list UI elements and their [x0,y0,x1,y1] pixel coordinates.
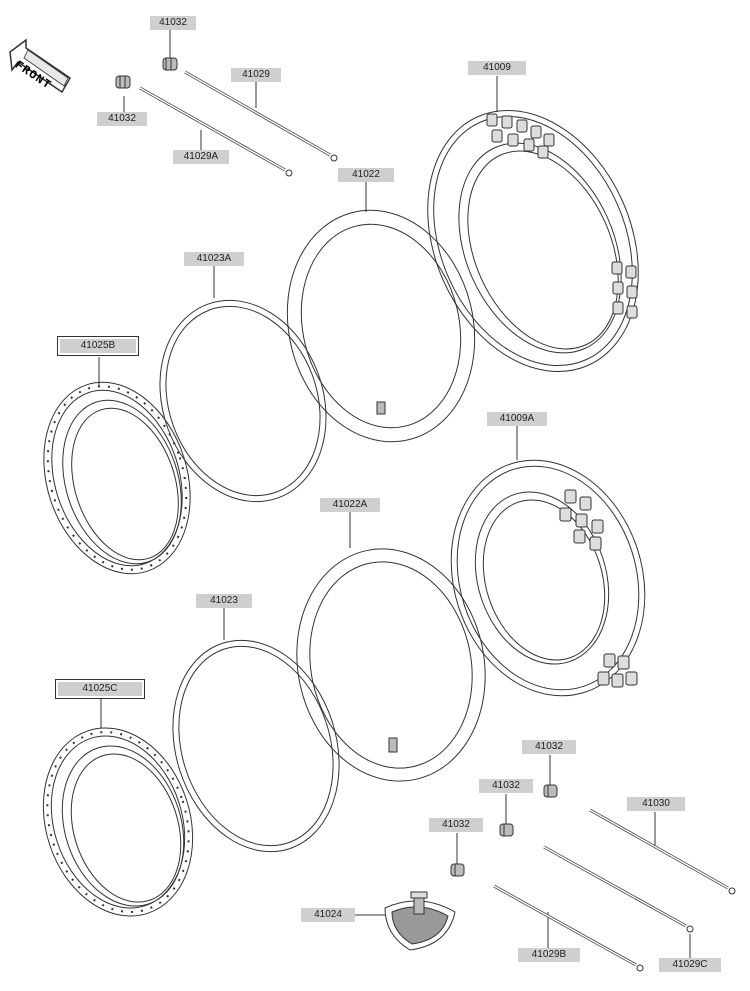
front-direction-arrow-icon [9,38,71,94]
rim-lock-41024 [384,891,456,951]
nipple-41032-r1 [543,784,558,798]
rim-41025B [43,381,191,575]
nipple-41032-top [162,57,178,71]
spoke-41029 [184,70,338,162]
tire-41009A [450,459,646,697]
rim-41025C [42,727,194,917]
label-41032-r1: 41032 [522,740,576,754]
label-41022: 41022 [338,168,394,182]
label-41023A: 41023A [184,252,244,266]
label-41024: 41024 [301,908,355,922]
nipple-41032-r2 [499,823,514,837]
label-41029: 41029 [231,68,281,82]
tube-41022 [286,209,476,443]
label-41029C: 41029C [659,958,721,972]
tube-41022A [296,548,486,782]
tire-41009 [427,110,639,372]
label-41023: 41023 [196,594,252,608]
spoke-41029A [139,86,293,177]
label-41025B: 41025B [57,336,139,356]
nipple-41032-left [115,75,131,89]
label-41009: 41009 [468,61,526,75]
label-41030: 41030 [627,797,685,811]
label-41022A: 41022A [320,498,380,512]
nipple-41032-r3 [450,863,465,877]
spoke-41029C [543,845,694,933]
rim-band-41023 [172,639,340,853]
spoke-41030 [589,808,736,895]
label-41009A: 41009A [487,412,547,426]
label-41029A: 41029A [173,150,229,164]
label-41025C: 41025C [55,679,145,699]
label-41032-r2: 41032 [479,779,533,793]
label-41032-top: 41032 [150,16,196,30]
rim-band-41023A [159,299,327,503]
spoke-41029B [493,884,644,972]
label-41032-r3: 41032 [429,818,483,832]
label-41032-left: 41032 [97,112,147,126]
label-41029B: 41029B [518,948,580,962]
